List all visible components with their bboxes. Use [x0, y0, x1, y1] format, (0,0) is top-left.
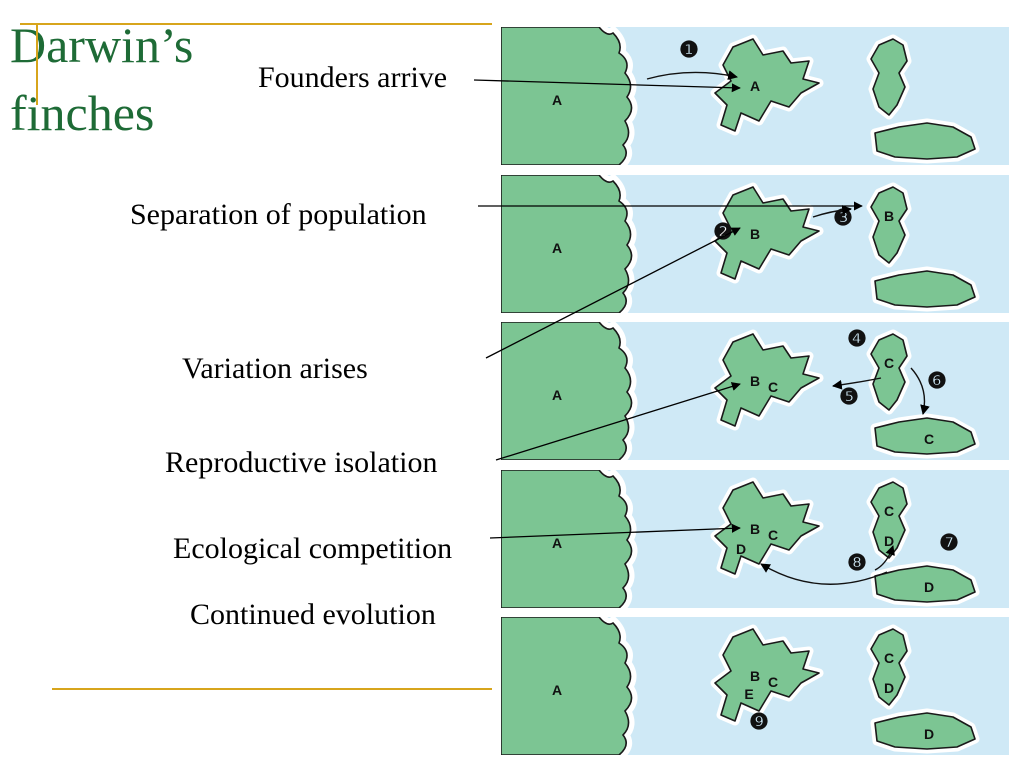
mainland-species-label: A [552, 92, 562, 108]
island-2-species-label: C [884, 503, 894, 519]
island-3-species-label: C [924, 431, 934, 447]
title-rule-vertical [36, 23, 38, 105]
island-1-species-label: B [750, 521, 760, 537]
pointer-ecological [489, 523, 741, 539]
step-marker: ❶ [679, 37, 699, 62]
island-2 [866, 624, 912, 710]
island-2-species-label: B [884, 208, 894, 224]
migration-arrow [760, 563, 888, 585]
pointer-founders [473, 79, 741, 93]
step-marker: ❹ [847, 326, 867, 351]
island-1 [710, 624, 824, 726]
island-3 [870, 708, 980, 754]
island-1 [710, 182, 824, 284]
panel-1: A A ❶ [501, 27, 1009, 165]
label-reproductive-isolation: Reproductive isolation [165, 446, 438, 479]
island-1 [710, 329, 824, 431]
mainland [501, 322, 638, 460]
island-1-species-label: B [750, 668, 760, 684]
mainland [501, 175, 638, 313]
label-variation-arises: Variation arises [182, 352, 368, 385]
island-2-species-label: D [884, 533, 894, 549]
island-1-species-label: C [768, 674, 778, 690]
island-1-species-label: B [750, 226, 760, 242]
island-3 [870, 118, 980, 164]
island-3 [870, 266, 980, 312]
migration-arrow [812, 205, 852, 218]
label-continued-evolution: Continued evolution [190, 598, 436, 631]
migration-arrow [646, 70, 738, 80]
island-1-species-label: C [768, 527, 778, 543]
mainland-species-label: A [552, 240, 562, 256]
pointer-variation [485, 227, 741, 359]
island-1-species-label: A [750, 78, 760, 94]
pointer-reproductive [495, 382, 741, 461]
migration-arrow [832, 377, 882, 390]
island-2-species-label: C [884, 355, 894, 371]
island-1-species-label: E [744, 686, 753, 702]
migration-arrow [910, 367, 930, 415]
mainland [501, 27, 638, 165]
island-3-species-label: D [924, 579, 934, 595]
migration-arrow [874, 545, 895, 571]
step-marker: ❷ [713, 219, 733, 244]
island-1-species-label: B [750, 373, 760, 389]
island-3 [870, 561, 980, 607]
island-1 [710, 477, 824, 579]
mainland-species-label: A [552, 682, 562, 698]
step-marker: ❻ [927, 368, 947, 393]
label-founders-arrive: Founders arrive [258, 61, 448, 94]
island-2 [866, 182, 912, 268]
bottom-rule [52, 688, 492, 690]
step-marker: ❼ [939, 530, 959, 555]
island-3 [870, 413, 980, 459]
island-1-species-label: D [736, 541, 746, 557]
mainland-species-label: A [552, 535, 562, 551]
island-2 [866, 34, 912, 120]
island-3-species-label: D [924, 726, 934, 742]
island-2 [866, 477, 912, 563]
island-2 [866, 329, 912, 415]
step-marker: ❾ [749, 709, 769, 734]
step-marker: ❽ [847, 550, 867, 575]
island-2-species-label: D [884, 680, 894, 696]
mainland-species-label: A [552, 387, 562, 403]
island-1 [710, 34, 824, 136]
label-separation-of-population: Separation of population [130, 198, 427, 231]
page-title-line-2: finches [10, 85, 155, 141]
page-title-line-1: Darwin’s [10, 17, 194, 73]
label-ecological-competition: Ecological competition [173, 532, 453, 565]
step-marker: ❺ [839, 384, 859, 409]
mainland [501, 617, 638, 755]
mainland [501, 470, 638, 608]
island-2-species-label: C [884, 650, 894, 666]
island-1-species-label: C [768, 379, 778, 395]
title-rule-top [20, 23, 492, 25]
